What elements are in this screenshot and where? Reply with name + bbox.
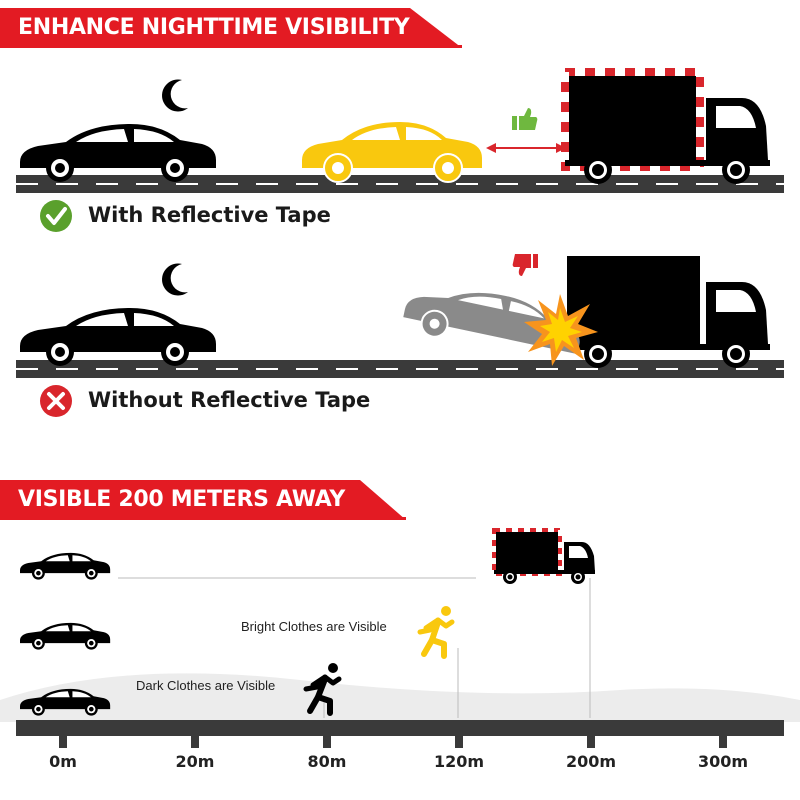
small-car-icon <box>20 552 111 580</box>
x-circle-icon <box>40 385 72 417</box>
tick-label: 120m <box>433 752 485 771</box>
banner-visible-distance: VISIBLE 200 METERS AWAY <box>0 480 406 520</box>
without-tape-label: Without Reflective Tape <box>88 388 371 412</box>
tick-label: 20m <box>175 752 215 771</box>
axis-ticks <box>59 736 727 748</box>
tick-label: 80m <box>307 752 347 771</box>
banner-underline <box>0 45 462 48</box>
banner-title: VISIBLE 200 METERS AWAY <box>18 487 345 512</box>
banner-underline <box>0 517 406 520</box>
explosion-icon <box>524 294 598 366</box>
truck-no-tape-icon <box>567 256 770 368</box>
yellow-car-icon <box>302 122 482 183</box>
dark-clothes-label: Dark Clothes are Visible <box>136 678 276 693</box>
small-truck-reflective-icon <box>492 528 595 584</box>
tick-label: 0m <box>49 752 77 771</box>
tick-label: 300m <box>697 752 749 771</box>
small-car-icon <box>20 622 111 650</box>
runner-black-icon <box>303 663 342 716</box>
check-circle-icon <box>40 200 72 232</box>
thumbs-up-icon <box>512 108 538 130</box>
small-car-icon <box>20 688 111 716</box>
moon-icon <box>162 79 188 112</box>
banner-title: ENHANCE NIGHTTIME VISIBILITY <box>18 15 410 40</box>
hill-background <box>0 673 800 722</box>
banner-enhance-visibility: ENHANCE NIGHTTIME VISIBILITY <box>0 8 462 48</box>
truck-reflective-icon <box>561 68 770 184</box>
with-tape-label: With Reflective Tape <box>88 203 331 227</box>
bright-clothes-label: Bright Clothes are Visible <box>241 619 387 634</box>
crashed-car-icon <box>403 292 580 355</box>
thumbs-down-icon <box>512 254 538 276</box>
moon-icon <box>162 263 188 296</box>
distance-arrow-icon <box>486 143 566 153</box>
distance-axis <box>16 720 784 736</box>
black-car-icon <box>20 308 216 366</box>
runner-yellow-icon <box>417 606 455 659</box>
tick-label: 200m <box>565 752 617 771</box>
black-car-icon <box>20 124 216 182</box>
